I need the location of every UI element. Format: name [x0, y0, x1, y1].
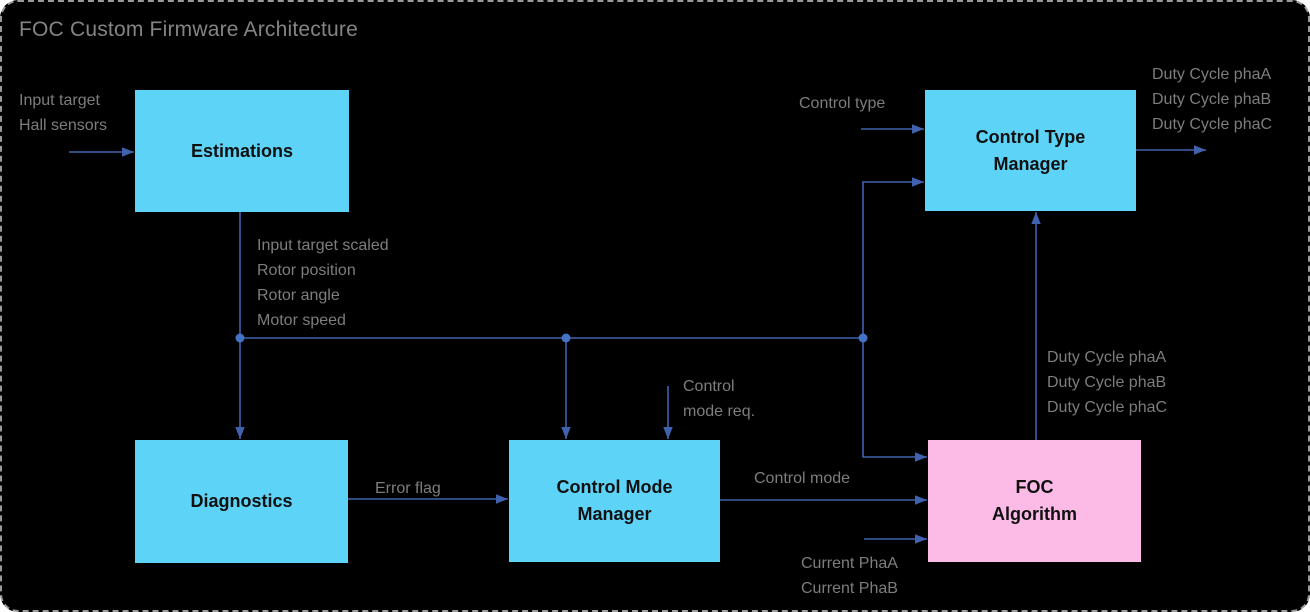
- label-current-inputs: Current PhaA Current PhaB: [801, 555, 898, 597]
- node-control-type-manager-label: Control Type Manager: [975, 126, 1086, 174]
- diagram-title: FOC Custom Firmware Architecture: [19, 18, 358, 41]
- edge-bus-to-control-type-manager: [862, 177, 924, 338]
- node-foc-algorithm-label: FOC Algorithm: [992, 477, 1077, 524]
- label-control-type-input: Control type: [799, 95, 886, 112]
- label-duty-cycle-outputs: Duty Cycle phaA Duty Cycle phaB Duty Cyc…: [1152, 66, 1273, 133]
- node-control-mode-manager: Control Mode Manager: [509, 440, 720, 562]
- junction-dot: [235, 333, 245, 343]
- edge-bus-to-foc-algorithm: [862, 338, 927, 462]
- label-estimations-outputs: Input target scaled Rotor position Rotor…: [257, 237, 389, 329]
- node-estimations: Estimations: [135, 90, 349, 212]
- node-estimations-label: Estimations: [190, 140, 294, 161]
- junction-dot: [561, 333, 571, 343]
- label-control-mode: Control mode: [754, 470, 851, 487]
- label-estimations-inputs: Input target Hall sensors: [19, 92, 108, 134]
- node-diagnostics: Diagnostics: [135, 440, 348, 563]
- label-control-mode-request: Control mode req.: [683, 378, 756, 420]
- node-diagnostics-label: Diagnostics: [190, 491, 293, 511]
- node-control-mode-manager-label: Control Mode Manager: [556, 477, 673, 524]
- node-control-type-manager: Control Type Manager: [925, 90, 1136, 211]
- node-foc-algorithm: FOC Algorithm: [928, 440, 1141, 562]
- junction-dot: [858, 333, 868, 343]
- label-error-flag: Error flag: [375, 480, 441, 497]
- label-foc-duty-cycles: Duty Cycle phaA Duty Cycle phaB Duty Cyc…: [1047, 349, 1168, 416]
